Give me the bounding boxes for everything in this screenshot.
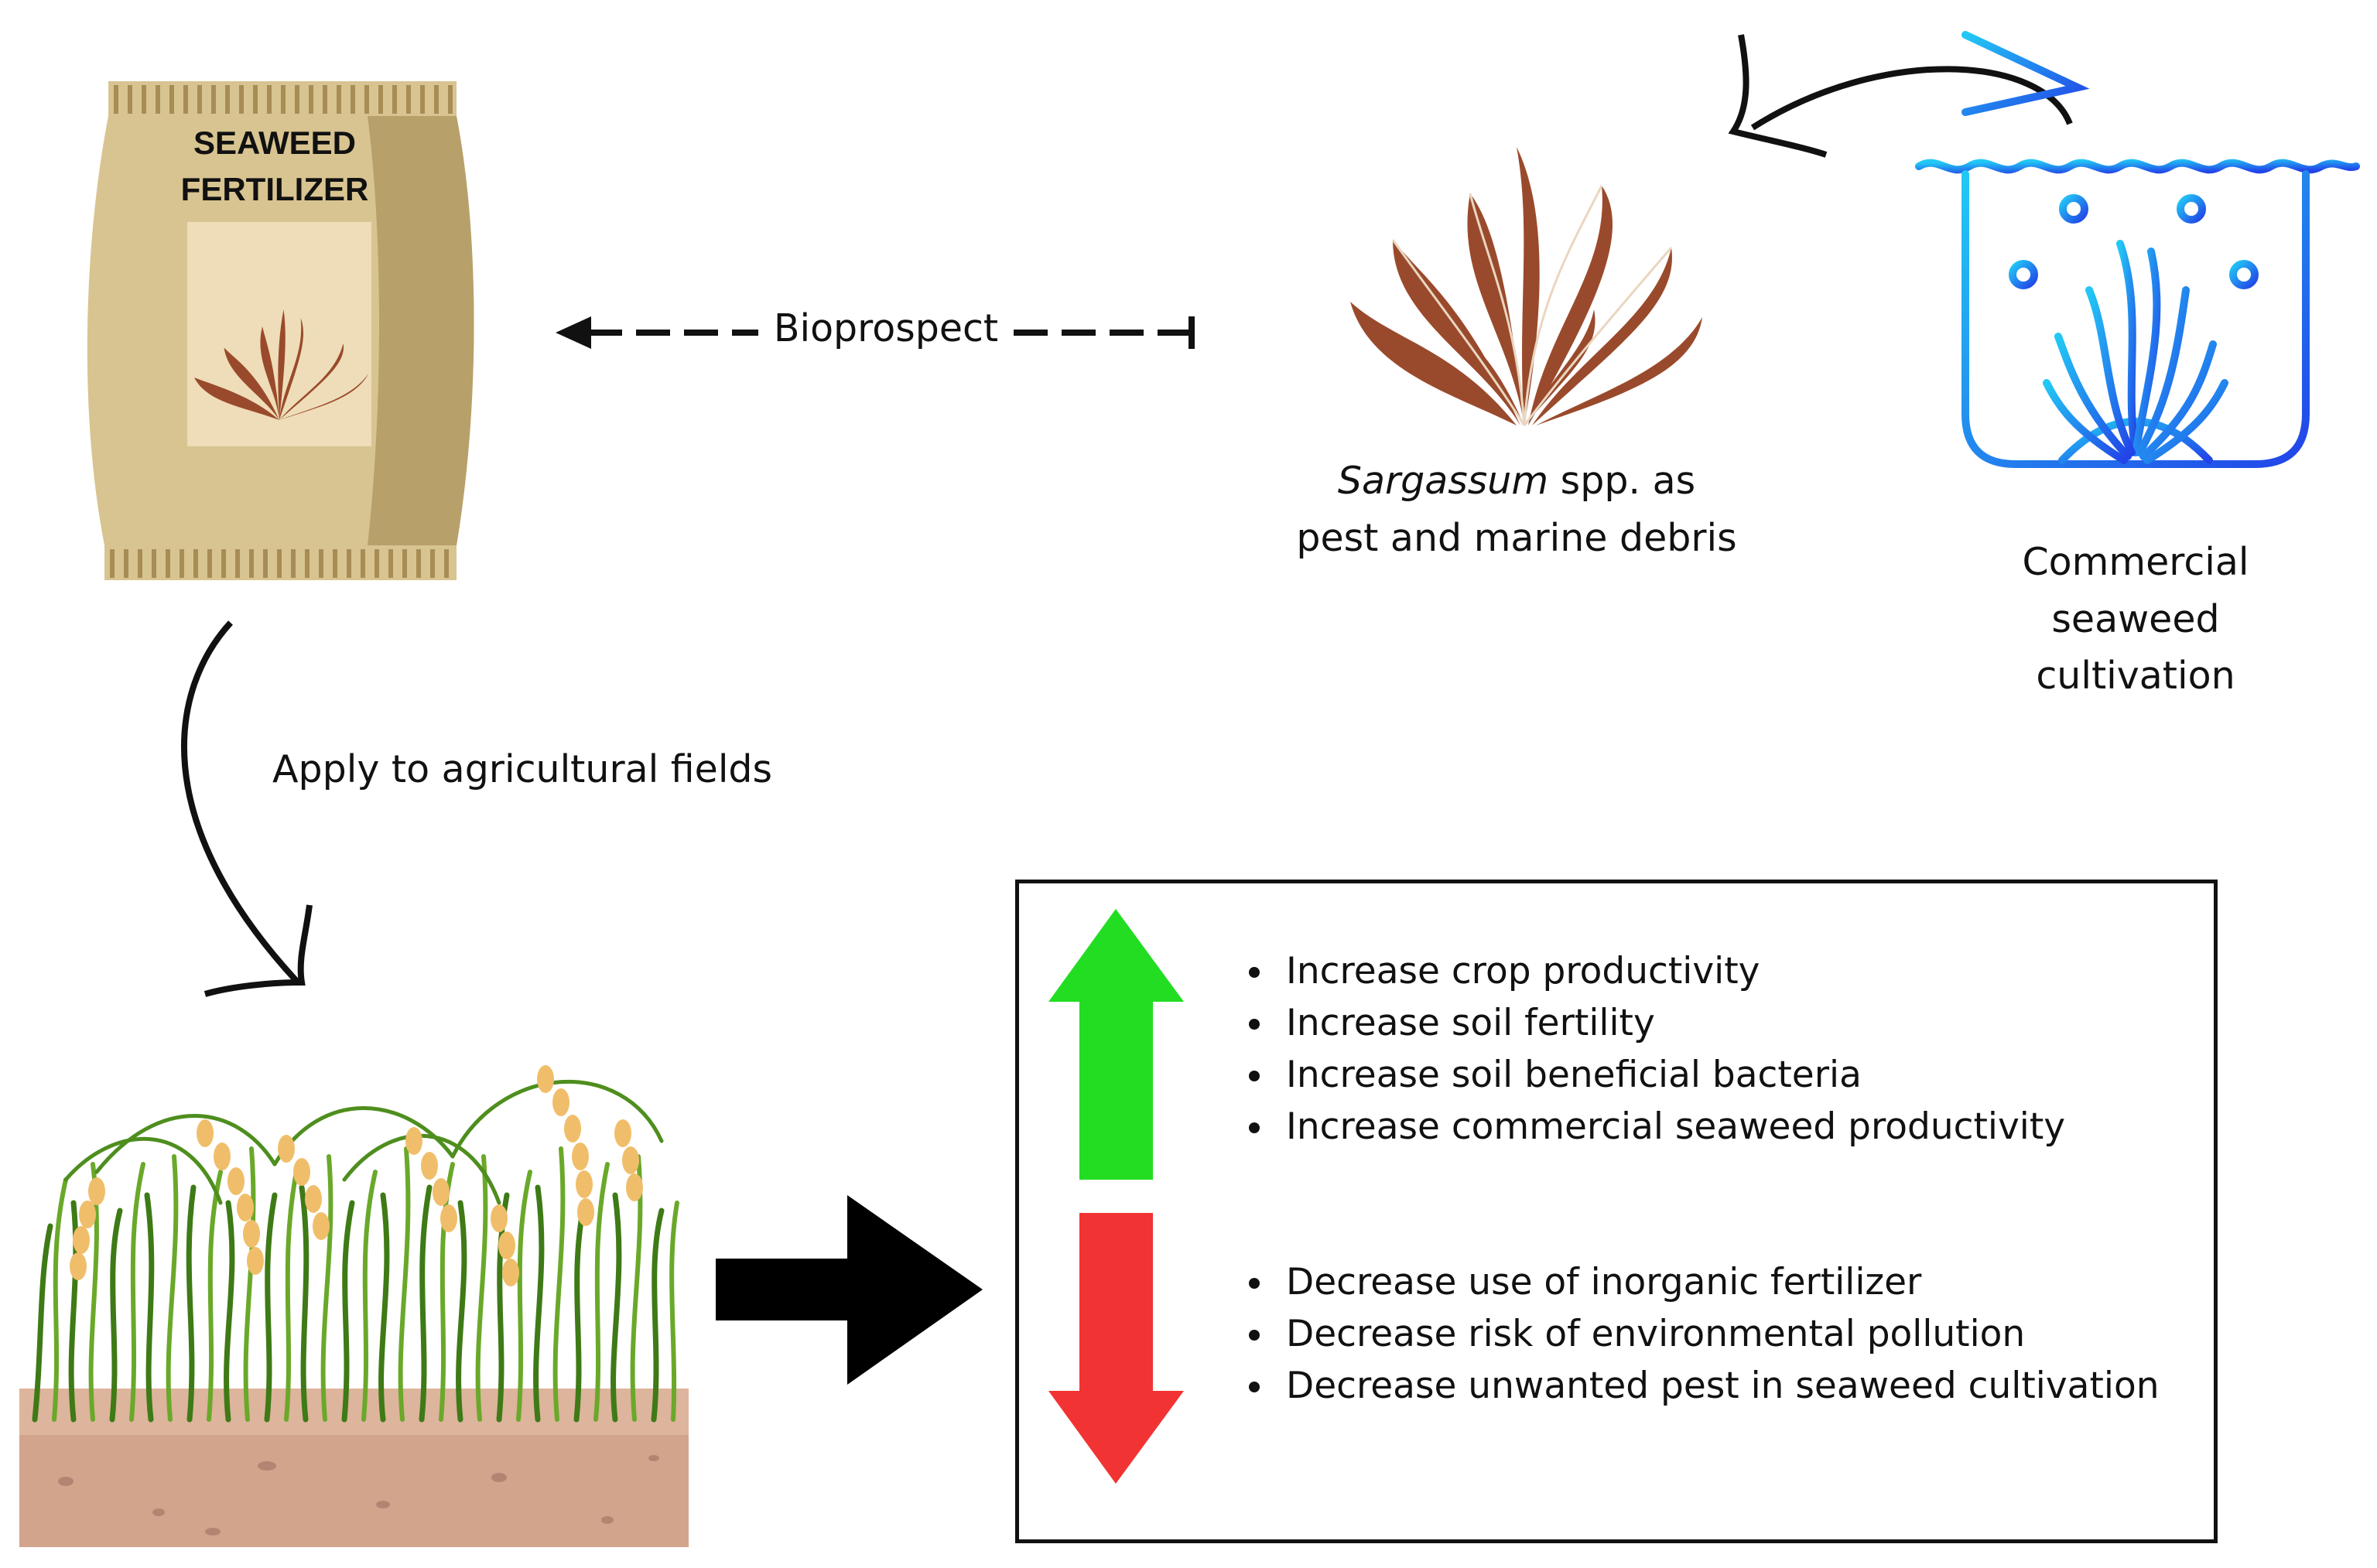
increase-item: Increase commercial seaweed productivity <box>1246 1101 2065 1153</box>
sargassum-seaweed-icon <box>1346 108 1702 433</box>
rice-field-icon <box>19 1048 689 1547</box>
bioprospect-arrow <box>556 316 1195 349</box>
cultivation-line1: Commercial <box>2022 540 2249 584</box>
decrease-item: Decrease risk of environmental pollution <box>1246 1308 2159 1360</box>
sargassum-spp: spp. as <box>1548 459 1696 503</box>
seaweed-tank-icon <box>1903 19 2368 483</box>
cultivation-caption: Commercial seaweed cultivation <box>1981 534 2290 705</box>
sargassum-caption-line2: pest and marine debris <box>1296 515 1737 560</box>
increase-list: Increase crop productivity Increase soil… <box>1246 945 2065 1153</box>
cultivation-line2: seaweed <box>2051 596 2220 641</box>
cultivation-line3: cultivation <box>2036 654 2235 698</box>
up-arrow-icon <box>1048 909 1184 1180</box>
result-arrow-icon <box>716 1195 983 1385</box>
sargassum-genus: Sargassum <box>1337 459 1549 503</box>
increase-item: Increase soil fertility <box>1246 997 2065 1049</box>
fertilizer-bag-icon <box>77 81 487 584</box>
apply-arrow <box>181 620 313 997</box>
increase-item: Increase soil beneficial bacteria <box>1246 1049 2065 1101</box>
decrease-list: Decrease use of inorganic fertilizer Dec… <box>1246 1256 2159 1412</box>
increase-item: Increase crop productivity <box>1246 945 2065 997</box>
sargassum-caption: Sargassum spp. as pest and marine debris <box>1269 453 1764 566</box>
down-arrow-icon <box>1048 1213 1184 1484</box>
curved-arrow-to-sargassum <box>1728 34 2073 158</box>
bag-title-line2: FERTILIZER <box>180 171 369 207</box>
decrease-item: Decrease use of inorganic fertilizer <box>1246 1256 2159 1308</box>
bioprospect-label: Bioprospect <box>773 306 999 350</box>
decrease-item: Decrease unwanted pest in seaweed cultiv… <box>1246 1360 2159 1412</box>
effects-box <box>1015 880 2218 1543</box>
bag-title-line1: SEAWEED <box>193 125 357 161</box>
apply-label: Apply to agricultural fields <box>272 747 773 791</box>
